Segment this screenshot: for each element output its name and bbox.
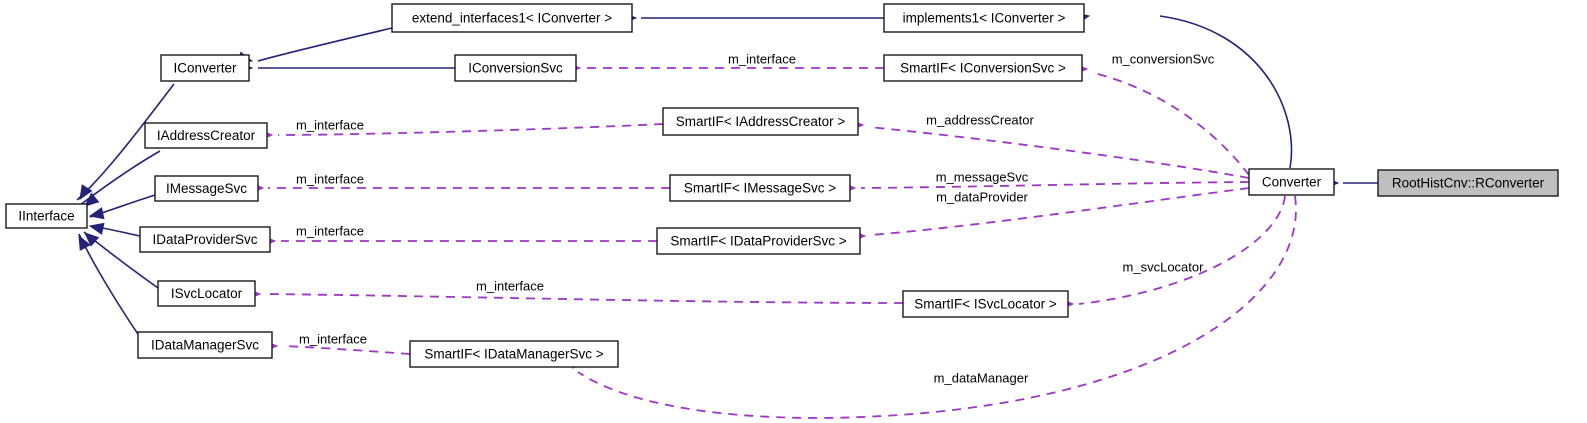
node-iconversionsvc[interactable]: IConversionSvc [454,54,577,82]
node-imessagesvc[interactable]: IMessageSvc [154,175,259,202]
node-box-imessagesvc[interactable] [154,175,259,202]
lbl-m-interface-addresscreator: m_interface [296,117,364,132]
node-label-converter: Converter [1262,175,1322,190]
node-box-iaddresscreator[interactable] [144,122,268,149]
node-box-iconversionsvc[interactable] [454,54,577,82]
lbl-m-conversionsvc: m_conversionSvc [1112,51,1215,66]
node-box-roothistcnv_rconverter[interactable] [1377,169,1559,197]
arrowhead-iaddresscreator-iinterface [84,192,100,207]
node-label-iconversionsvc: IConversionSvc [468,61,563,76]
edge-labels-layer: m_interface m_interface m_interface m_inter… [296,51,1215,385]
node-smartif_iconversionsvc[interactable]: SmartIF< IConversionSvc > [883,54,1083,82]
node-label-roothistcnv_rconverter: RootHistCnv::RConverter [1392,176,1545,191]
node-label-iconverter: IConverter [173,61,237,76]
node-box-idatamanagersvc[interactable] [137,331,273,359]
u-smartif-idatamanagersvc [282,345,411,355]
node-smartif_idataprovidersvc[interactable]: SmartIF< IDataProviderSvc > [656,227,861,255]
usage-edges-layer [265,67,1297,419]
u-converter-datamanager [577,195,1297,419]
p-idatamanagersvc-iinterface [78,233,141,338]
lbl-m-addresscreator: m_addressCreator [926,112,1034,127]
lbl-m-messagesvc: m_messageSvc [936,169,1029,184]
node-iinterface[interactable]: IInterface [5,203,88,229]
u-converter-addresscreator [868,126,1250,179]
node-box-iconverter[interactable] [160,54,250,82]
p-iaddresscreator-iinterface [79,150,161,206]
arrowhead-iconverter-iinterface [79,184,93,201]
node-extend_interfaces1[interactable]: extend_interfaces1< IConverter > [391,3,633,33]
node-label-smartif_iaddresscreator: SmartIF< IAddressCreator > [676,114,846,129]
node-label-smartif_iconversionsvc: SmartIF< IConversionSvc > [900,61,1066,76]
node-box-smartif_iconversionsvc[interactable] [883,54,1083,82]
node-label-implements1: implements1< IConverter > [903,11,1066,26]
node-box-idataprovidersvc[interactable] [139,226,271,253]
node-label-extend_interfaces1: extend_interfaces1< IConverter > [412,11,612,26]
node-label-isvclocator: ISvcLocator [171,286,243,301]
node-label-iaddresscreator: IAddressCreator [157,128,256,143]
node-box-smartif_imessagesvc[interactable] [669,174,851,202]
node-label-idatamanagersvc: IDataManagerSvc [151,338,259,353]
u-smartif-iaddresscreator [277,123,664,136]
node-smartif_iaddresscreator[interactable]: SmartIF< IAddressCreator > [662,107,859,136]
nodes-layer: IInterface IConverterIAddressCreatorIMess… [5,3,1559,368]
node-isvclocator[interactable]: ISvcLocator [157,280,256,307]
u-converter-conversionsvc [1093,72,1250,176]
lbl-m-dataprovider: m_dataProvider [936,189,1028,204]
lbl-m-svclocator: m_svcLocator [1123,259,1205,274]
lbl-m-interface-datamanagersvc: m_interface [299,331,367,346]
node-idataprovidersvc[interactable]: IDataProviderSvc [139,226,271,253]
lbl-m-datamanager: m_dataManager [934,370,1029,385]
node-converter[interactable]: Converter [1248,168,1335,196]
u-smartif-isvclocator [265,293,904,304]
node-box-extend_interfaces1[interactable] [391,3,633,33]
arrowhead-idatamanagersvc-iinterface [78,234,91,251]
node-label-smartif_imessagesvc: SmartIF< IMessageSvc > [684,181,836,196]
node-box-smartif_iaddresscreator[interactable] [662,107,859,136]
node-iaddresscreator[interactable]: IAddressCreator [144,122,268,149]
node-smartif_imessagesvc[interactable]: SmartIF< IMessageSvc > [669,174,851,202]
node-iconverter[interactable]: IConverter [160,54,250,82]
lbl-m-interface-conversionsvc: m_interface [728,51,796,66]
node-label-smartif_idataprovidersvc: SmartIF< IDataProviderSvc > [670,234,846,249]
node-label-smartif_isvclocator: SmartIF< ISvcLocator > [914,297,1057,312]
node-smartif_idatamanagersvc[interactable]: SmartIF< IDataManagerSvc > [409,340,619,368]
node-implements1[interactable]: implements1< IConverter > [883,3,1085,33]
node-box-isvclocator[interactable] [157,280,256,307]
p-extend-iconverter [257,27,393,62]
u-converter-svclocator [1078,195,1286,305]
node-label-imessagesvc: IMessageSvc [166,181,247,196]
node-box-smartif_idatamanagersvc[interactable] [409,340,619,368]
node-box-smartif_idataprovidersvc[interactable] [656,227,861,255]
u-converter-messagesvc [860,181,1250,189]
u-converter-dataprovider [870,187,1250,236]
inheritance-edges-layer [76,15,1378,338]
lbl-m-interface-messagesvc: m_interface [296,171,364,186]
node-box-converter[interactable] [1248,168,1335,196]
node-roothistcnv_rconverter[interactable]: RootHistCnv::RConverter [1377,169,1559,197]
node-box-smartif_isvclocator[interactable] [902,290,1069,318]
lbl-m-interface-svclocator: m_interface [476,278,544,293]
lbl-m-interface-dataprovidersvc: m_interface [296,223,364,238]
p-converter-implements1 [1159,15,1293,169]
node-label-smartif_idatamanagersvc: SmartIF< IDataManagerSvc > [424,347,603,362]
node-smartif_isvclocator[interactable]: SmartIF< ISvcLocator > [902,290,1069,318]
arrowhead-isvclocator-iinterface [84,232,100,247]
node-box-implements1[interactable] [883,3,1085,33]
node-label-idataprovidersvc: IDataProviderSvc [152,232,257,247]
arrowhead-idataprovidersvc-iinterface [88,222,105,235]
node-idatamanagersvc[interactable]: IDataManagerSvc [137,331,273,359]
arrowhead-imessagesvc-iinterface [88,207,105,220]
node-box-iinterface[interactable] [5,203,88,229]
node-label-iinterface: IInterface [18,209,74,224]
